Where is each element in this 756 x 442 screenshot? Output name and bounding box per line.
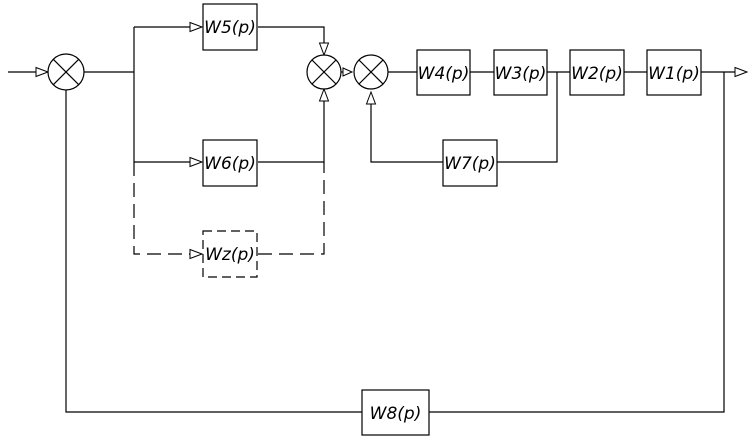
line-w7-sum3 xyxy=(370,104,443,163)
line-w7-pickoff xyxy=(497,72,558,163)
block-w1: W1(p) xyxy=(646,49,702,96)
arrowheads xyxy=(35,21,749,260)
arrow-sum3-bottom xyxy=(365,90,377,105)
block-w3: W3(p) xyxy=(493,49,548,96)
arrow-w5-in xyxy=(189,21,204,33)
line-w8-pickoff xyxy=(429,72,725,413)
arrow-sum3-left xyxy=(342,67,354,77)
block-w3-label: W3(p) xyxy=(495,64,547,84)
arrow-w6-in xyxy=(189,156,204,168)
arrow-sum2-top xyxy=(318,42,330,57)
block-w7-label: W7(p) xyxy=(444,154,496,174)
block-w6: W6(p) xyxy=(202,139,258,187)
line-w5-sum2 xyxy=(258,26,325,44)
block-w4: W4(p) xyxy=(416,49,471,96)
line-to-wz xyxy=(133,162,190,255)
block-w2-label: W2(p) xyxy=(571,64,623,84)
sum-junction-1 xyxy=(47,53,85,91)
arrow-wz-in xyxy=(189,248,204,260)
arrow-sum2-bottom xyxy=(318,87,330,102)
block-w1-label: W1(p) xyxy=(648,64,700,84)
block-w6-label: W6(p) xyxy=(204,154,256,174)
signal-lines xyxy=(8,26,735,413)
arrow-input xyxy=(35,66,50,78)
block-w8-label: W8(p) xyxy=(370,404,422,424)
sum-junction-2 xyxy=(306,54,342,90)
block-w2: W2(p) xyxy=(569,49,625,96)
line-w8-sum1 xyxy=(65,90,362,413)
block-w5-label: W5(p) xyxy=(204,18,256,38)
line-wz-sum2 xyxy=(258,162,325,255)
block-w4-label: W4(p) xyxy=(418,64,470,84)
block-wz-label: Wz(p) xyxy=(205,245,255,265)
sum-junction-3 xyxy=(353,54,389,90)
block-w5: W5(p) xyxy=(202,3,258,51)
line-w6-sum2 xyxy=(258,100,325,163)
block-wz: Wz(p) xyxy=(202,230,258,278)
arrow-output xyxy=(734,66,749,78)
block-w8: W8(p) xyxy=(361,389,430,436)
block-w7: W7(p) xyxy=(442,139,498,187)
